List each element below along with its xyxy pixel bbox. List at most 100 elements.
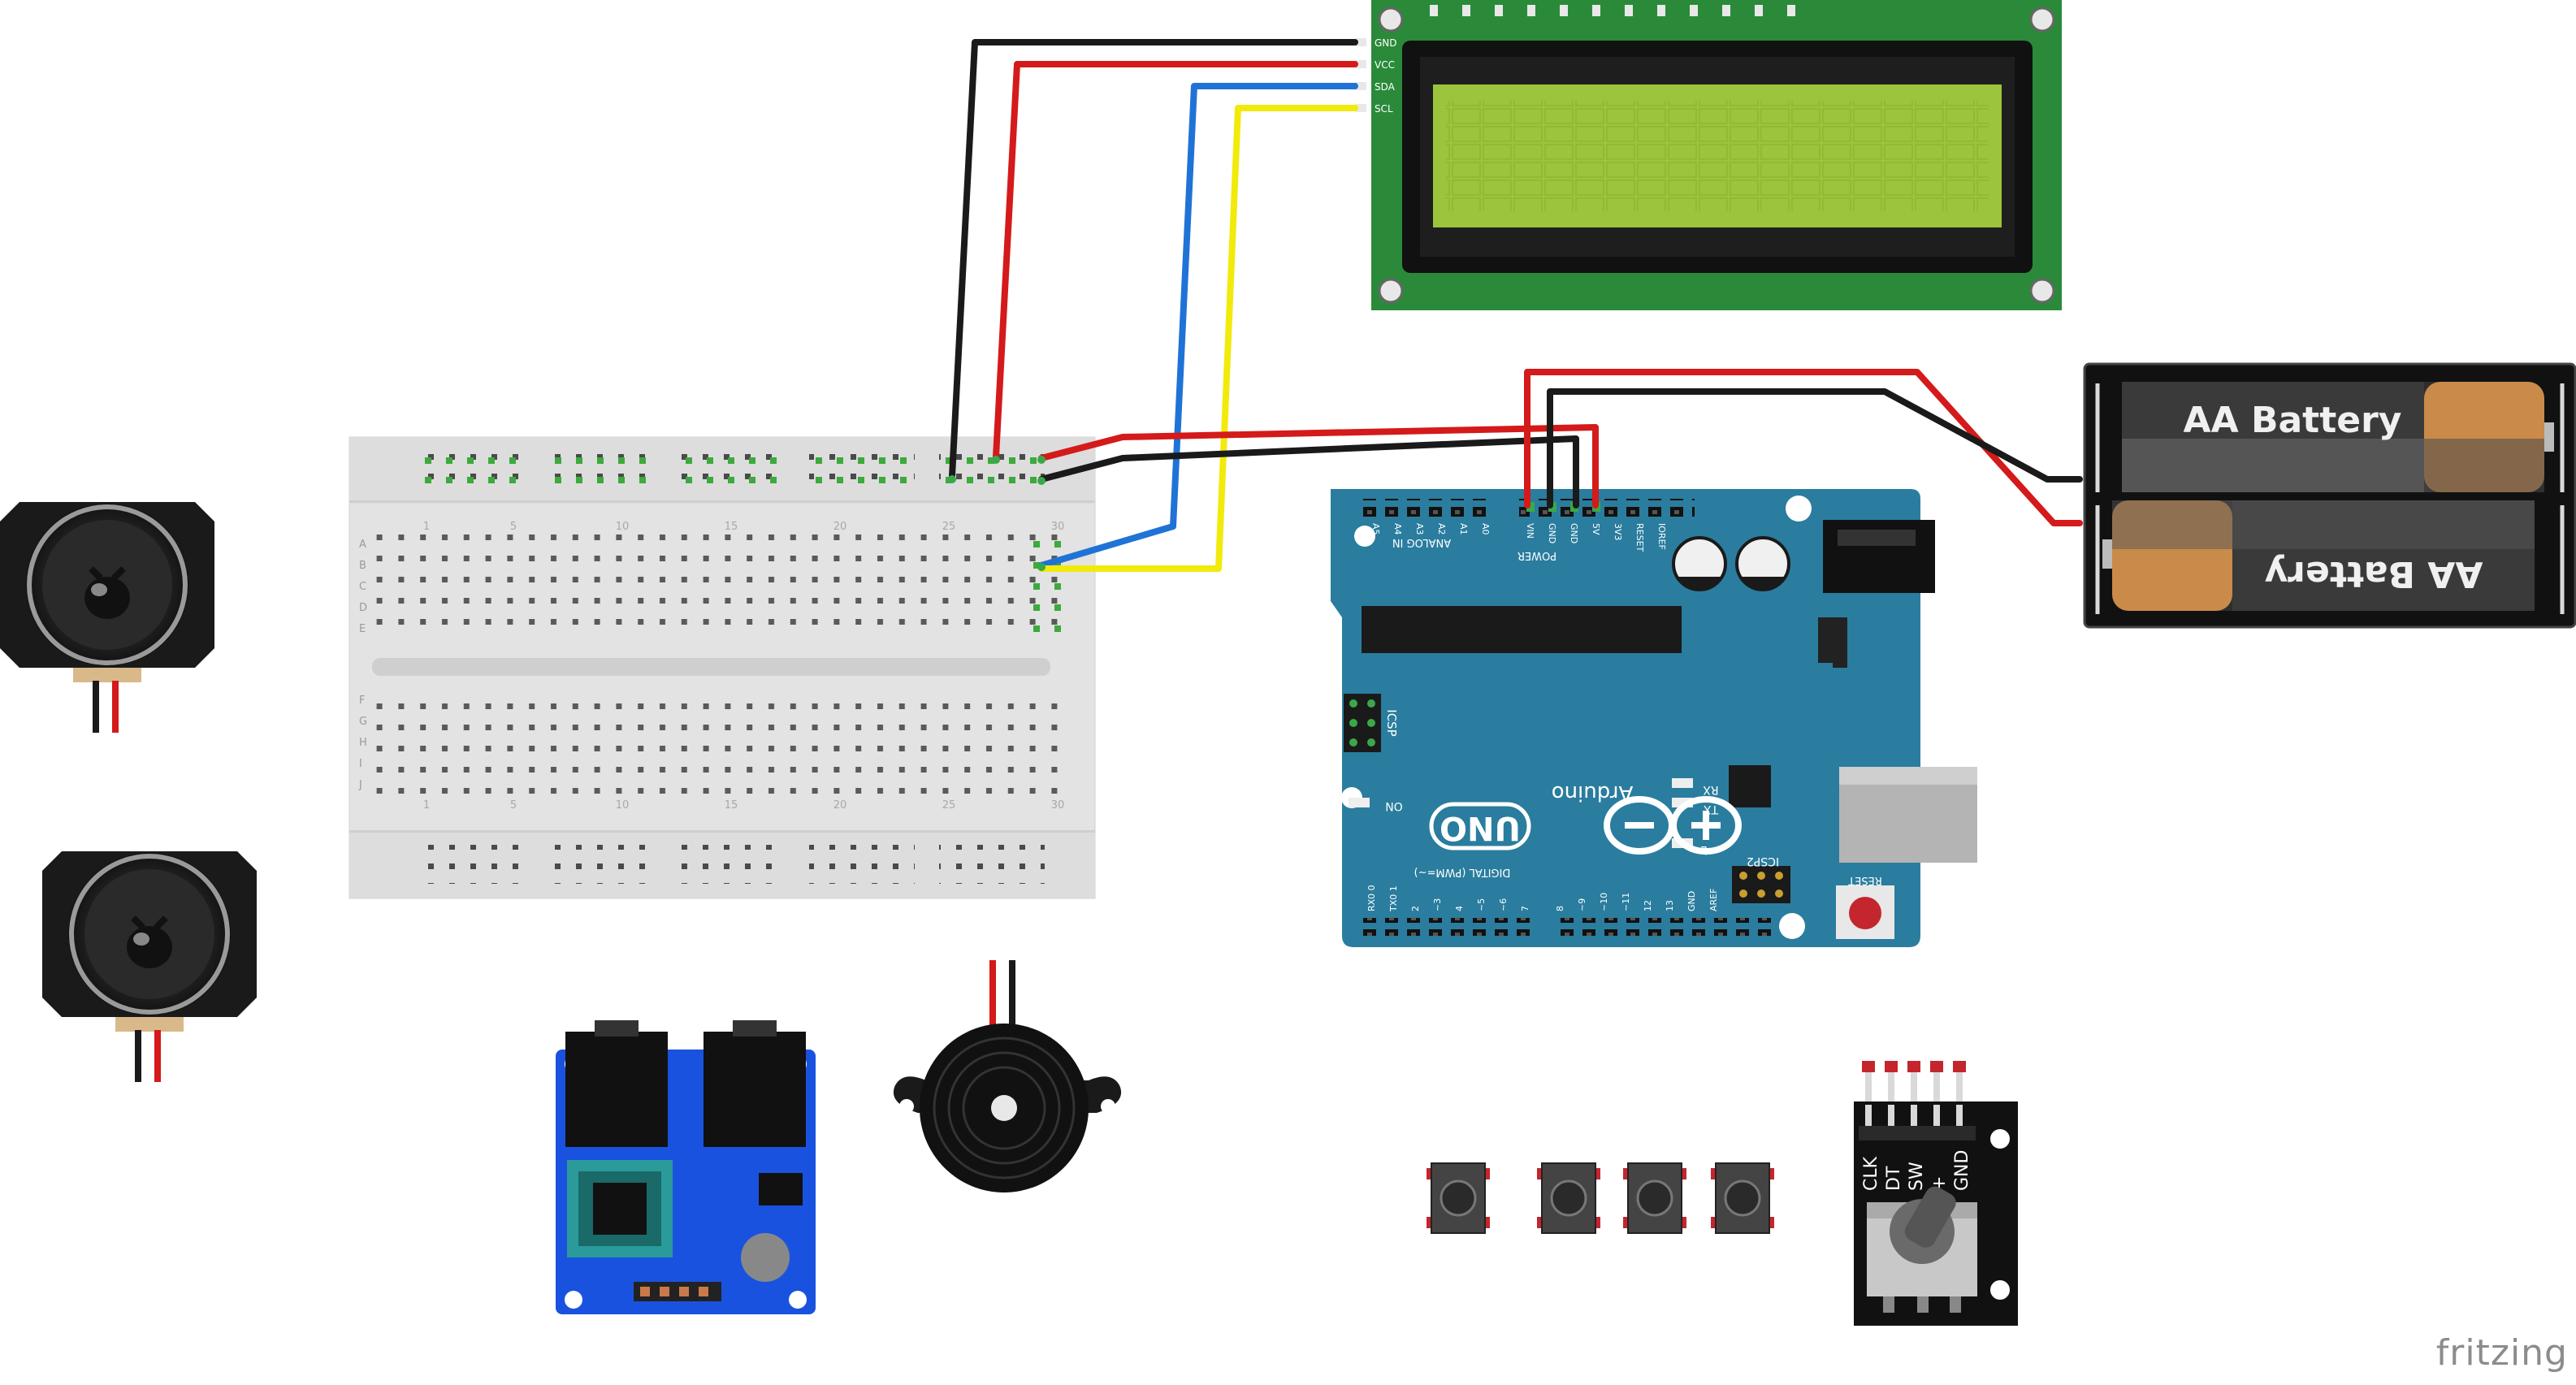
power-header bbox=[1519, 499, 1695, 517]
wire-gnd-lcd bbox=[949, 39, 1358, 479]
board-brand-label: Arduino bbox=[1552, 781, 1634, 805]
push-button[interactable] bbox=[1623, 1162, 1686, 1234]
rx-led-label: RX bbox=[1703, 783, 1719, 796]
icsp-header bbox=[1344, 694, 1381, 752]
pin-label-aref: AREF bbox=[1708, 889, 1719, 911]
col-number: 5 bbox=[510, 799, 517, 812]
mounting-hole-icon bbox=[1378, 278, 1404, 304]
wire-battery-black bbox=[1547, 388, 2083, 509]
col-number: 25 bbox=[942, 521, 956, 533]
push-button[interactable] bbox=[1537, 1162, 1600, 1234]
row-label-g: G bbox=[359, 716, 367, 728]
pin-label-d11: ~11 bbox=[1621, 893, 1631, 911]
pin-label-gnd-digital: GND bbox=[1686, 891, 1697, 911]
lcd-pin-gnd: GND bbox=[1375, 37, 1397, 49]
pin-label-d6: ~6 bbox=[1498, 898, 1509, 911]
pin-label-d9: ~9 bbox=[1577, 898, 1587, 911]
pin-label-a3: A3 bbox=[1414, 523, 1425, 535]
pin-label-d2: 2 bbox=[1410, 906, 1421, 911]
mounting-hole-icon bbox=[2029, 6, 2055, 32]
digital-header-high bbox=[1553, 918, 1773, 936]
potentiometer-knob bbox=[741, 1233, 790, 1282]
pin-label-ioref: IOREF bbox=[1656, 523, 1667, 550]
pin-label-a0: A0 bbox=[1480, 523, 1491, 535]
digital-label: DIGITAL (PWM=~) bbox=[1414, 866, 1511, 878]
bottom-power-rail bbox=[418, 845, 1045, 884]
pin-label-a1: A1 bbox=[1458, 523, 1469, 535]
pin-label-5v: 5V bbox=[1591, 523, 1601, 535]
pin-label-d0: RX0 0 bbox=[1366, 885, 1377, 911]
pin-label-a2: A2 bbox=[1436, 523, 1447, 535]
col-number: 10 bbox=[616, 799, 630, 812]
col-number: 15 bbox=[725, 521, 738, 533]
battery-cell-bottom: AA Battery bbox=[2102, 500, 2535, 611]
audio-jack-right bbox=[704, 1032, 806, 1147]
lcd-pin-vcc: VCC bbox=[1375, 59, 1395, 71]
col-number: 5 bbox=[510, 521, 517, 533]
encoder-pin-dt: DT bbox=[1884, 1166, 1904, 1191]
push-button[interactable] bbox=[1427, 1162, 1490, 1234]
pin-label-gnd: GND bbox=[1547, 523, 1557, 543]
row-label-d: D bbox=[359, 602, 367, 614]
pin-label-d5: ~5 bbox=[1476, 898, 1487, 911]
row-label-c: C bbox=[359, 581, 366, 593]
row-label-h: H bbox=[359, 737, 367, 749]
push-button[interactable] bbox=[1711, 1162, 1774, 1234]
lcd-pin-scl: SCL bbox=[1375, 103, 1393, 115]
uno-logo-box bbox=[1429, 802, 1531, 850]
on-led-label: ON bbox=[1385, 799, 1403, 812]
aa-battery-pack: AA Battery AA Battery bbox=[2083, 362, 2576, 629]
row-label-f: F bbox=[359, 695, 365, 707]
microcontroller-chip bbox=[1362, 606, 1682, 653]
wires bbox=[949, 39, 2083, 572]
col-number: 30 bbox=[1051, 521, 1065, 533]
pin-label-a4: A4 bbox=[1392, 523, 1403, 535]
arduino-uno-board: UNO Arduino ANALOG IN POWER DIGITAL (PWM… bbox=[1331, 489, 1977, 947]
pin-label-3v3: 3V3 bbox=[1613, 523, 1623, 541]
row-label-j: J bbox=[358, 779, 362, 791]
pin-label-d13: 13 bbox=[1665, 900, 1675, 911]
col-number: 20 bbox=[833, 521, 847, 533]
row-label-b: B bbox=[359, 560, 366, 572]
terminal-strip-top bbox=[370, 535, 1067, 640]
pin-label-vin: VIN bbox=[1525, 523, 1535, 539]
analog-in-label: ANALOG IN bbox=[1392, 536, 1451, 548]
piezo-buzzer bbox=[893, 960, 1122, 1192]
wire-5v-rail bbox=[1038, 424, 1599, 509]
wire-vcc-lcd bbox=[993, 61, 1358, 460]
tx-led-label: TX bbox=[1704, 803, 1720, 816]
wire-scl-lcd bbox=[1038, 105, 1358, 572]
col-number: 1 bbox=[423, 799, 430, 812]
battery-label-top: AA Battery bbox=[2184, 400, 2402, 441]
connected-holes bbox=[425, 457, 1061, 632]
row-label-i: I bbox=[359, 758, 362, 770]
reset-label: RESET bbox=[1848, 874, 1882, 886]
icsp-label: ICSP bbox=[1384, 709, 1399, 736]
arduino-logo bbox=[1604, 796, 1742, 855]
mp3-player-module bbox=[556, 1020, 816, 1314]
fritzing-watermark: fritzing bbox=[2435, 1332, 2568, 1374]
rotary-encoder-module: CLK DT SW + GND bbox=[1854, 1061, 2018, 1326]
col-number: 10 bbox=[616, 521, 630, 533]
pin-label-d1: TX0 1 bbox=[1388, 885, 1399, 912]
battery-label-bottom: AA Battery bbox=[2265, 553, 2483, 595]
pin-label-d7: 7 bbox=[1520, 906, 1530, 911]
wire-battery-red bbox=[1524, 369, 2083, 526]
battery-cell-top: AA Battery bbox=[2122, 382, 2554, 492]
speaker-icon bbox=[0, 502, 214, 733]
l-led-label: L bbox=[1701, 843, 1708, 856]
col-number: 1 bbox=[423, 521, 430, 533]
pin-label-d12: 12 bbox=[1643, 900, 1653, 911]
icsp2-header bbox=[1732, 866, 1790, 903]
col-number: 20 bbox=[833, 799, 847, 812]
icsp2-label: ICSP2 bbox=[1747, 855, 1779, 868]
speaker-icon bbox=[42, 851, 257, 1082]
pin-label-d10: ~10 bbox=[1599, 893, 1609, 911]
lcd-display-module: GND VCC SDA SCL bbox=[1355, 0, 2062, 310]
wire-gnd-rail bbox=[1038, 435, 1579, 509]
mounting-hole-icon bbox=[1378, 6, 1404, 32]
lcd-pin-sda: SDA bbox=[1375, 81, 1396, 93]
wire-sda-lcd bbox=[1038, 83, 1358, 569]
col-number: 15 bbox=[725, 799, 738, 812]
row-label-a: A bbox=[359, 539, 366, 551]
